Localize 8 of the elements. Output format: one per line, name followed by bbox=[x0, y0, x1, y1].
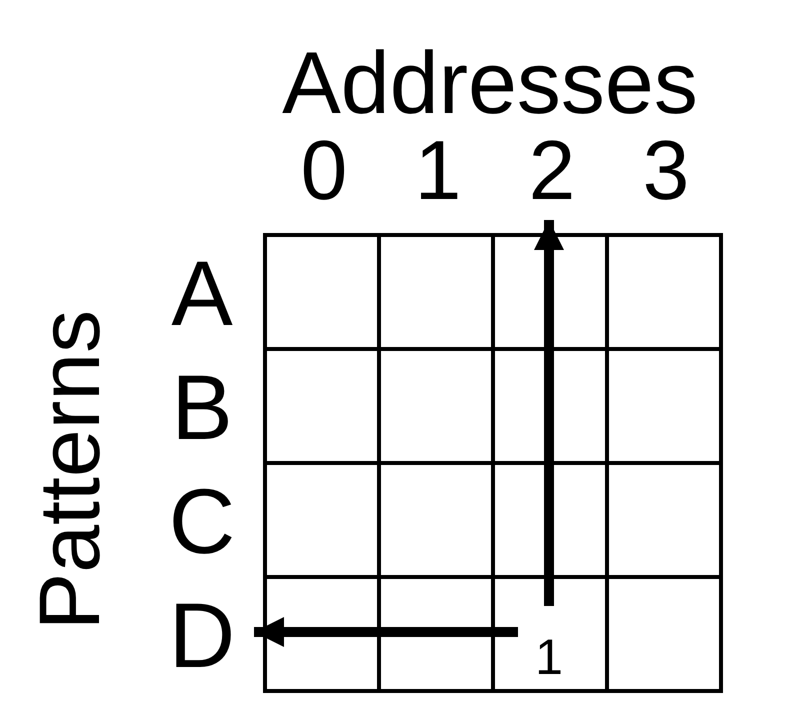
arrow bbox=[254, 617, 518, 647]
arrow bbox=[534, 220, 564, 606]
axis-title: Patterns bbox=[27, 310, 113, 630]
row-header: B bbox=[170, 356, 234, 461]
row-header: D bbox=[150, 579, 254, 693]
cell-value: 1 bbox=[518, 606, 580, 682]
row-header: A bbox=[170, 242, 234, 347]
row-header: C bbox=[168, 470, 236, 575]
